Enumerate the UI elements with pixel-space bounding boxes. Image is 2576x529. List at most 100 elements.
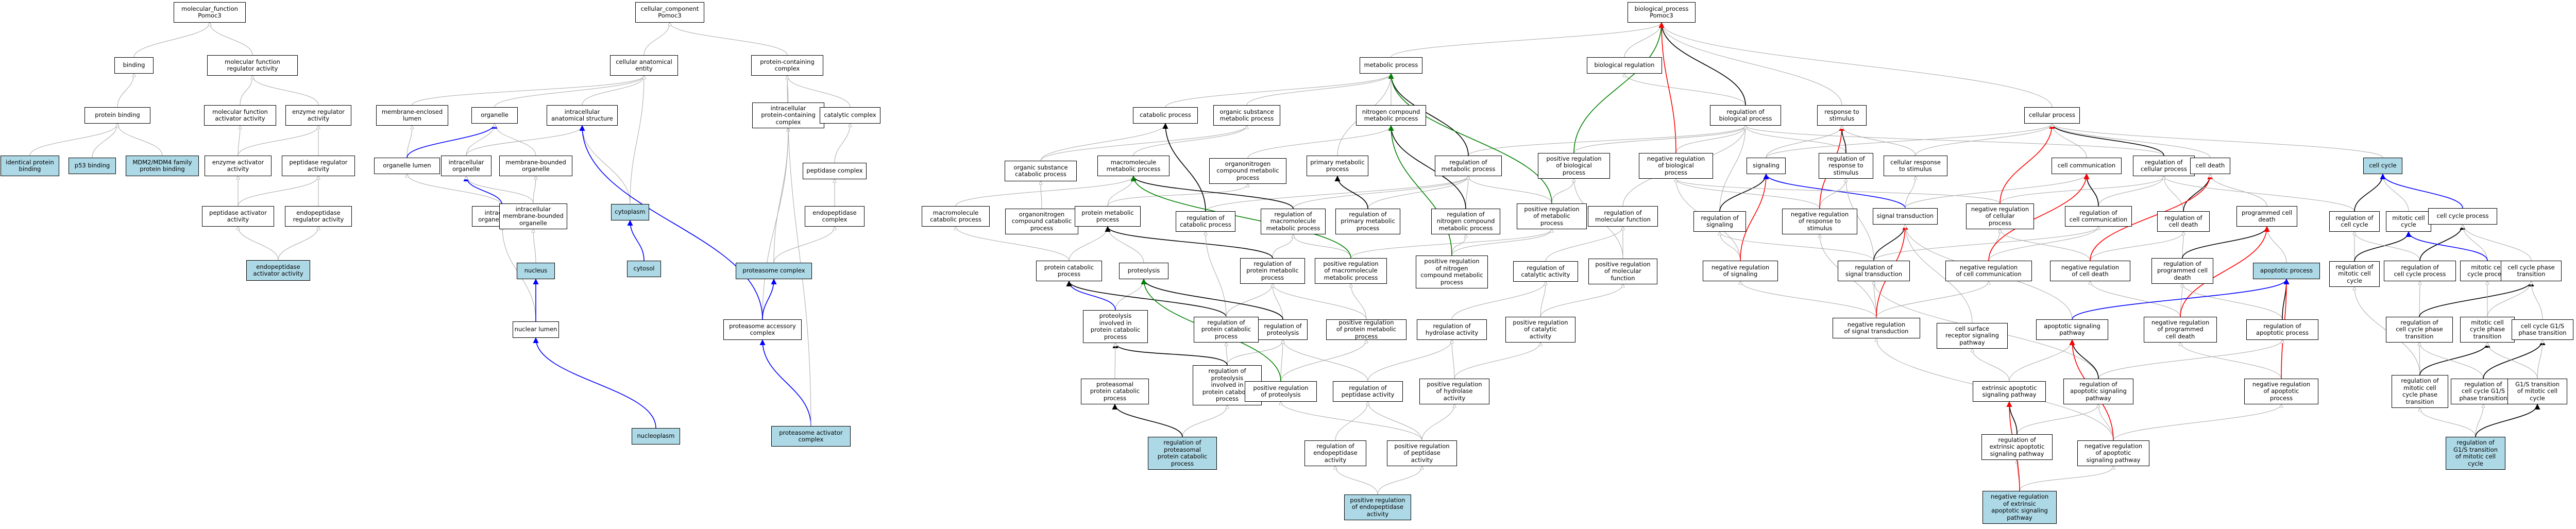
term-node-regmolfunc[interactable]: regulation of molecular function: [1588, 206, 1658, 227]
term-node-pcd[interactable]: programmed cell death: [2236, 206, 2297, 227]
term-node-pepcomplex[interactable]: peptidase complex: [803, 163, 867, 179]
term-node-negregsig[interactable]: negative regulation of signaling: [1703, 261, 1778, 281]
term-node-cytosol[interactable]: cytosol: [627, 261, 661, 277]
term-node-orglumen[interactable]: organelle lumen: [374, 158, 440, 174]
term-node-negregapopsig[interactable]: negative regulation of apoptotic signali…: [2077, 440, 2149, 466]
term-node-protbind[interactable]: protein binding: [84, 107, 150, 124]
term-node-bp[interactable]: biological_process Pomoc3: [1628, 2, 1696, 23]
term-node-regcellproc[interactable]: regulation of cellular process: [2133, 156, 2195, 176]
term-node-regapopsig[interactable]: regulation of apoptotic signaling pathwa…: [2063, 379, 2133, 404]
term-node-organelle[interactable]: organelle: [471, 107, 518, 124]
term-node-regg1smit[interactable]: regulation of G1/S transition of mitotic…: [2446, 437, 2505, 470]
term-node-nucleus[interactable]: nucleus: [517, 263, 555, 279]
term-node-mfreg[interactable]: molecular function regulator activity: [207, 55, 298, 76]
term-node-regendoact[interactable]: regulation of endopeptidase activity: [1304, 440, 1366, 466]
term-node-posregmolfunc[interactable]: positive regulation of molecular functio…: [1588, 259, 1657, 284]
term-node-regcatact[interactable]: regulation of catalytic activity: [1513, 261, 1578, 282]
term-node-idprot[interactable]: identical protein binding: [1, 156, 59, 176]
term-node-apoptotic[interactable]: apoptotic process: [2253, 263, 2320, 279]
term-node-posregmacro[interactable]: positive regulation of macromolecule met…: [1315, 258, 1387, 284]
term-node-intmembbound[interactable]: intracellular membrane-bounded organelle: [499, 203, 567, 229]
term-node-ncmp[interactable]: nitrogen compound metabolic process: [1356, 105, 1426, 126]
term-node-enzreg[interactable]: enzyme regulator activity: [285, 105, 351, 126]
term-node-p53[interactable]: p53 binding: [69, 158, 116, 174]
term-node-cytoplasm[interactable]: cytoplasm: [611, 204, 649, 220]
term-node-posregpep[interactable]: positive regulation of peptidase activit…: [1387, 440, 1457, 466]
term-node-bioreg[interactable]: biological regulation: [1587, 57, 1662, 74]
term-node-protmetab[interactable]: protein metabolic process: [1075, 206, 1141, 227]
term-node-regcellcomm[interactable]: regulation of cell communication: [2065, 206, 2132, 227]
term-node-negregcellproc[interactable]: negative regulation of cellular process: [1966, 203, 2034, 229]
term-node-mfact[interactable]: molecular function activator activity: [204, 105, 276, 126]
term-node-orgnitro[interactable]: organonitrogen compound metabolic proces…: [1209, 158, 1286, 184]
term-node-negregextapop[interactable]: negative regulation of extrinsic apoptot…: [1982, 491, 2057, 524]
term-node-mf[interactable]: molecular_function Pomoc3: [174, 2, 246, 23]
term-node-g1smit[interactable]: G1/S transition of mitotic cell cycle: [2507, 379, 2567, 404]
term-node-pepreg[interactable]: peptidase regulator activity: [282, 156, 355, 176]
term-node-proteasomal[interactable]: proteasomal protein catabolic process: [1081, 379, 1149, 404]
term-node-membenc[interactable]: membrane-enclosed lumen: [376, 105, 448, 126]
term-node-apopsig[interactable]: apoptotic signaling pathway: [2036, 319, 2108, 340]
term-node-protcat[interactable]: protein catabolic process: [1036, 261, 1102, 281]
term-node-cellcomm[interactable]: cell communication: [2052, 158, 2122, 174]
term-node-pcc[interactable]: protein-containing complex: [751, 55, 823, 76]
term-node-nuclumen[interactable]: nuclear lumen: [513, 321, 559, 338]
term-node-endoreg[interactable]: endopeptidase regulator activity: [285, 206, 352, 227]
term-node-resp[interactable]: response to stimulus: [1817, 105, 1867, 126]
term-node-primary[interactable]: primary metabolic process: [1307, 156, 1368, 176]
term-node-regbio[interactable]: regulation of biological process: [1710, 105, 1781, 126]
term-node-cellresp[interactable]: cellular response to stimulus: [1884, 156, 1947, 176]
term-node-regphasetrans[interactable]: regulation of cell cycle phase transitio…: [2386, 317, 2453, 343]
term-node-enzact[interactable]: enzyme activator activity: [205, 156, 272, 176]
term-node-intpcc[interactable]: intracellular protein-containing complex: [752, 103, 824, 128]
term-node-regpcd[interactable]: regulation of programmed cell death: [2151, 258, 2213, 284]
term-node-regcellcycle[interactable]: regulation of cell cycle: [2329, 211, 2380, 232]
term-node-regprotmetab[interactable]: regulation of protein metabolic process: [1240, 258, 1305, 284]
term-node-membbound[interactable]: membrane-bounded organelle: [499, 156, 572, 176]
term-node-posregbio[interactable]: positive regulation of biological proces…: [1538, 153, 1610, 179]
term-node-catcomplex[interactable]: catalytic complex: [820, 107, 880, 124]
term-node-intorg[interactable]: intracellular organelle: [441, 156, 492, 176]
term-node-regcellcycleproc[interactable]: regulation of cell cycle process: [2384, 261, 2456, 281]
term-node-regmacro[interactable]: regulation of macromolecule metabolic pr…: [1261, 209, 1326, 234]
term-node-endoact[interactable]: endopeptidase activator activity: [246, 260, 310, 281]
term-node-posregproteo[interactable]: positive regulation of proteolysis: [1245, 381, 1317, 402]
term-node-posregnitro[interactable]: positive regulation of nitrogen compound…: [1416, 255, 1488, 288]
term-node-proteolysis[interactable]: proteolysis: [1119, 263, 1168, 279]
term-node-negregcelldeath[interactable]: negative regulation of cell death: [2050, 261, 2130, 281]
term-node-negregbio[interactable]: negative regulation of biological proces…: [1639, 153, 1713, 179]
term-node-cellproc[interactable]: cellular process: [2024, 107, 2080, 124]
term-node-posregendo[interactable]: positive regulation of endopeptidase act…: [1344, 494, 1411, 520]
term-node-negregresp[interactable]: negative regulation of response to stimu…: [1782, 209, 1857, 234]
term-node-pepact[interactable]: peptidase activator activity: [202, 206, 274, 227]
term-node-regmetab[interactable]: regulation of metabolic process: [1435, 156, 1502, 176]
term-node-regmitphase[interactable]: regulation of mitotic cell cycle phase t…: [2392, 375, 2448, 408]
term-node-regextapop[interactable]: regulation of extrinsic apoptotic signal…: [1981, 434, 2053, 460]
term-node-regprimary[interactable]: regulation of primary metabolic process: [1335, 209, 1400, 234]
term-node-mdm[interactable]: MDM2/MDM4 family protein binding: [126, 156, 199, 176]
term-node-g1s[interactable]: cell cycle G1/S phase transition: [2512, 319, 2573, 340]
term-node-regmitotic[interactable]: regulation of mitotic cell cycle: [2329, 261, 2380, 287]
term-node-reghydro[interactable]: regulation of hydrolase activity: [1417, 319, 1487, 340]
term-node-binding[interactable]: binding: [114, 57, 154, 74]
term-node-posregprotmetab[interactable]: positive regulation of protein metabolic…: [1326, 319, 1406, 340]
term-node-protprotcat[interactable]: proteolysis involved in protein cataboli…: [1083, 310, 1148, 343]
term-node-mitotic[interactable]: mitotic cell cycle: [2386, 211, 2431, 232]
term-node-protactcomplex[interactable]: proteasome activator complex: [771, 426, 851, 447]
term-node-posreghydro[interactable]: positive regulation of hydrolase activit…: [1419, 379, 1489, 404]
term-node-mitphase[interactable]: mitotic cell cycle phase transition: [2460, 317, 2515, 343]
term-node-regresp[interactable]: regulation of response to stimulus: [1819, 153, 1873, 179]
term-node-cc[interactable]: cellular_component Pomoc3: [635, 2, 704, 23]
term-node-celldeath[interactable]: cell death: [2190, 158, 2230, 174]
term-node-regcatab[interactable]: regulation of catabolic process: [1176, 211, 1235, 232]
term-node-cae[interactable]: cellular anatomical entity: [610, 55, 678, 76]
term-node-regg1s[interactable]: regulation of cell cycle G1/S phase tran…: [2451, 379, 2516, 404]
term-node-orgsubstcat[interactable]: organic substance catabolic process: [1005, 161, 1077, 181]
term-node-phasetrans[interactable]: cell cycle phase transition: [2501, 261, 2562, 281]
term-node-nucleoplasm[interactable]: nucleoplasm: [632, 428, 680, 445]
term-node-catab[interactable]: catabolic process: [1133, 107, 1198, 124]
term-node-regsigtrans[interactable]: regulation of signal transduction: [1838, 261, 1910, 281]
term-node-cellcycle[interactable]: cell cycle: [2363, 158, 2402, 174]
term-node-macromol[interactable]: macromolecule metabolic process: [1097, 156, 1170, 176]
term-node-protcomplex[interactable]: proteasome complex: [736, 263, 812, 279]
